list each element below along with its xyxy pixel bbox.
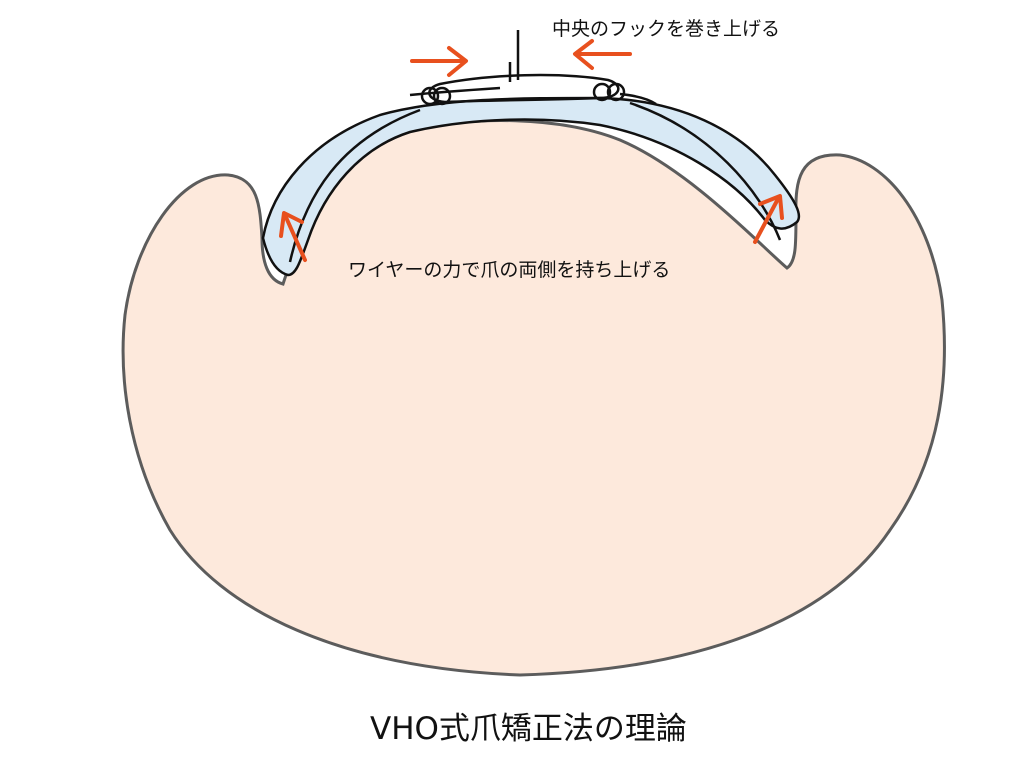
hook-loop — [428, 73, 620, 104]
arrow-up-right-icon — [753, 194, 784, 244]
arrow-left-icon — [573, 39, 632, 70]
hook-coil-right-1 — [592, 82, 612, 102]
diagram-caption: VHO式爪矯正法の理論 — [370, 711, 687, 747]
hook-label: 中央のフックを巻き上げる — [552, 18, 781, 40]
wire-right-inner — [629, 101, 782, 241]
hook-coil-left-2 — [432, 86, 452, 106]
hook-coil-left-1 — [420, 86, 440, 106]
arrow-up-left-icon — [279, 211, 307, 262]
arrow-right-icon — [410, 46, 468, 77]
wire-label: ワイヤーの力で爪の両側を持ち上げる — [348, 259, 671, 281]
hook-coil-right-2 — [606, 82, 626, 102]
hook-line-front — [409, 86, 501, 97]
toe-shape — [121, 119, 946, 677]
